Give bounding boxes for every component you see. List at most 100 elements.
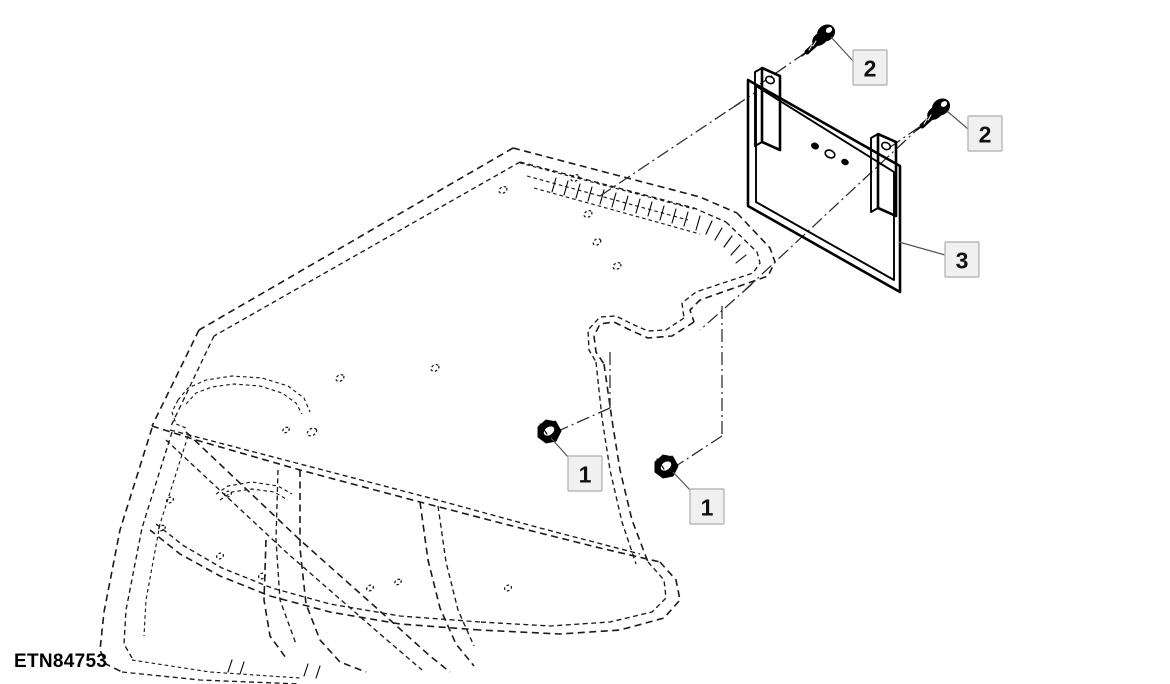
leader-callout-1-right [672, 471, 692, 492]
fender-rib-hatch [551, 177, 747, 264]
callout-2-upper[interactable]: 2 [852, 49, 888, 86]
fender-lower-right-rail-top [603, 363, 649, 563]
leader-callout-1-left [550, 437, 570, 459]
callout-1-right-label: 1 [701, 495, 714, 521]
bolt-lower-thread [923, 114, 932, 125]
callout-1-right[interactable]: 1 [689, 488, 725, 525]
callout-3-box[interactable] [944, 241, 980, 278]
bracket-face-hole-left [811, 142, 819, 150]
fender-left-lip-hook-outer [177, 375, 311, 413]
fender-hole [583, 210, 593, 218]
fender-bottom-left-edge-inner [155, 523, 481, 623]
part-number-label: ETN84753 [14, 651, 107, 672]
fender-ribbed-band-a [519, 162, 695, 210]
bracket-right-tab-fold [870, 133, 879, 213]
bracket-left-tab [760, 66, 782, 152]
bolt-upper-thread [808, 40, 817, 51]
bolt-lower-head-face [939, 99, 949, 109]
bolt-lower [916, 98, 951, 131]
callout-1-left[interactable]: 1 [567, 455, 603, 492]
callout-2-lower[interactable]: 2 [967, 115, 1003, 152]
fender-left-lip-tail [171, 399, 187, 429]
nut-left [537, 419, 562, 444]
fender-bottom-rail-inner [131, 659, 301, 679]
fender-center-gusset-fold [275, 469, 297, 645]
centerline-right-tab-axis [744, 111, 937, 291]
fender-diagonal-strut-lower [165, 439, 423, 671]
bolt-upper [801, 24, 836, 57]
fender-left-brace-outer [99, 427, 153, 673]
fender-top-inner-edge-right [519, 161, 727, 223]
bolt-lower-shank [919, 113, 936, 129]
bracket-right-tab-hole [880, 141, 892, 151]
fender-left-lip-hook-inner [185, 383, 303, 415]
fender-mounting-holes-group [158, 174, 622, 592]
fender-right-leg-outer [419, 501, 475, 667]
callout-2-upper-label: 2 [864, 56, 877, 82]
fender-right-rolled-edge-outer [689, 212, 776, 323]
callout-1-left-box[interactable] [567, 455, 603, 492]
leader-callout-3 [898, 241, 946, 256]
bracket-face-hole-center [824, 149, 836, 159]
fender-hole [592, 238, 602, 246]
fender-center-gusset-left [263, 539, 287, 659]
leader-callout-2-lower [946, 110, 969, 130]
bracket-frame-outer [746, 78, 902, 294]
fender-bottom-hatch [227, 659, 321, 679]
fender-rib-hatch-group [551, 177, 747, 264]
bolt-lower-tip [916, 125, 923, 131]
bracket-frame-inner [755, 85, 895, 281]
bracket-face-hole-right [841, 158, 849, 166]
fender-left-slope-edge [151, 329, 200, 427]
fender-hole [215, 552, 225, 560]
fender-skirt-hook-outer [215, 481, 293, 495]
fender-hole [570, 174, 580, 182]
bolt-upper-tip [801, 51, 808, 57]
bracket-left-tab-hole [764, 75, 776, 85]
centerline-left-tab-axis-ext [725, 102, 741, 113]
nut-left-edge [539, 420, 561, 435]
centerline-nut-left-diagonal [555, 407, 611, 433]
fender-left-brace-inner [123, 431, 173, 659]
callout-2-lower-box[interactable] [967, 115, 1003, 152]
fender-hole [498, 186, 508, 194]
leader-callout-2-upper [830, 36, 854, 62]
fender-top-inner-edge-left [213, 161, 521, 337]
license-plate-bracket [746, 66, 902, 294]
bracket-left-tab-fold [754, 67, 763, 147]
fender-hole [394, 578, 402, 586]
callout-leaders-group [550, 36, 969, 492]
fender-right-rolled-edge-inner [681, 221, 761, 319]
callout-1-right-box[interactable] [689, 488, 725, 525]
callout-2-upper-box[interactable] [852, 49, 888, 86]
fender-hole [223, 490, 233, 498]
fender-center-gusset-right [299, 470, 367, 673]
fender-hole [257, 572, 267, 580]
fender-skirt-top-edge-inner [169, 429, 641, 555]
fender-assembly-reference [99, 147, 776, 684]
fender-bottom-rail-outer [121, 671, 301, 684]
nut-right-bore [659, 459, 673, 473]
callout-3[interactable]: 3 [944, 241, 980, 278]
nut-left-bore [542, 424, 556, 438]
fender-hole [612, 262, 622, 270]
fender-hole [503, 584, 513, 592]
nut-right [654, 454, 679, 479]
fender-hole [365, 584, 375, 592]
centerline-nut-right-diagonal [675, 435, 723, 467]
fender-hole [306, 427, 318, 437]
fender-lower-right-rail-bottom [595, 361, 637, 565]
callout-3-label: 3 [956, 248, 969, 274]
fender-bottom-right-edge [479, 561, 681, 635]
fender-hole [430, 364, 440, 372]
fender-right-leg-inner [437, 505, 475, 647]
fender-hole [165, 496, 175, 504]
fender-top-front-edge [198, 147, 514, 331]
fender-hole [282, 426, 290, 434]
fender-arch-scallop-outer [593, 321, 695, 365]
fender-ribbed-band-c [533, 187, 701, 235]
callout-1-left-label: 1 [579, 462, 592, 488]
fender-skirt-hook-inner [219, 488, 289, 501]
fender-bottom-hatch-group [227, 659, 321, 679]
